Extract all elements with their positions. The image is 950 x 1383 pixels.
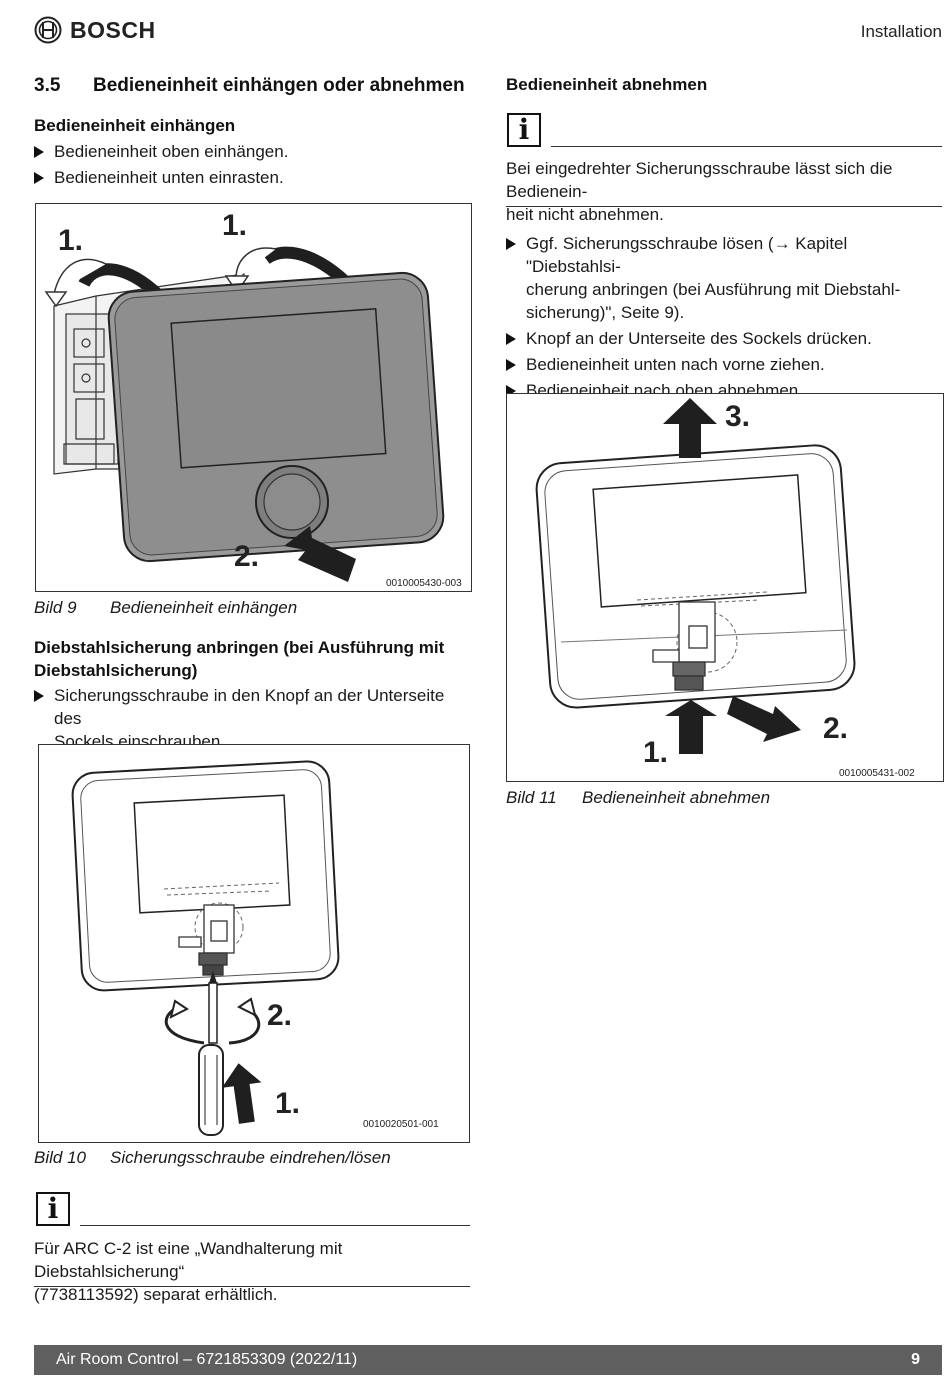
screw-illustration: 2. 1. 0010020501-001 <box>71 760 439 1136</box>
figure-10-caption: Bild 10 Sicherungsschraube eindrehen/lös… <box>34 1148 391 1168</box>
figure-code: 0010005430-003 <box>386 578 462 589</box>
remove-illustration: 3. 2. 1. 0010005431-002 <box>535 398 915 779</box>
figure-label: 2. <box>267 999 292 1032</box>
figure-label: 1. <box>58 224 83 257</box>
info-note-left: i <box>36 1192 470 1226</box>
mount-illustration: 1. 1. 2. 0010005430-003 <box>44 209 462 589</box>
theft-steps: Sicherungsschraube in den Knopf an der U… <box>34 684 474 753</box>
figure-code: 0010005431-002 <box>839 768 915 779</box>
figure-11-caption: Bild 11 Bedieneinheit abnehmen <box>506 788 770 808</box>
caption-text: Bedieneinheit einhängen <box>110 598 298 617</box>
section-title: Bedieneinheit einhängen oder abnehmen <box>92 75 465 96</box>
mount-steps: Bedieneinheit oben einhängen. Bedieneinh… <box>34 140 474 189</box>
figure-9: 1. 1. 2. 0010005430-003 <box>35 203 472 592</box>
bullet-arrow-icon <box>34 690 44 702</box>
remove-heading: Bedieneinheit abnehmen <box>506 75 708 94</box>
caption-text: Sicherungsschraube eindrehen/lösen <box>110 1148 391 1167</box>
mount-heading: Bedieneinheit einhängen <box>34 116 236 135</box>
list-item: Sicherungsschraube in den Knopf an der U… <box>34 684 474 753</box>
divider <box>506 206 942 207</box>
bullet-arrow-icon <box>34 172 44 184</box>
figure-10: 2. 1. 0010020501-001 <box>38 744 470 1143</box>
caption-number: Bild 9 <box>34 598 77 617</box>
bosch-armature-icon <box>34 16 62 44</box>
figure-label: 1. <box>275 1087 300 1120</box>
figure-11: 3. 2. 1. 0010005431-002 <box>506 393 944 782</box>
caption-number: Bild 11 <box>506 788 557 807</box>
caption-number: Bild 10 <box>34 1148 86 1167</box>
section-number: 3.5 <box>34 75 61 96</box>
info-note-right-text: Bei eingedrehter Sicherungsschraube läss… <box>506 159 893 224</box>
info-icon: i <box>507 113 541 147</box>
remove-steps: Ggf. Sicherungsschraube lösen (→ Kapitel… <box>506 232 942 402</box>
bullet-arrow-icon <box>506 333 516 345</box>
list-item: Bedieneinheit unten nach vorne ziehen. <box>506 353 942 376</box>
list-item: Knopf an der Unterseite des Sockels drüc… <box>506 327 942 350</box>
bullet-arrow-icon <box>506 359 516 371</box>
header-section-label: Installation <box>860 22 942 41</box>
footer-doc-title: Air Room Control – 6721853309 (2022/11) <box>56 1351 358 1368</box>
page-footer: Air Room Control – 6721853309 (2022/11) … <box>34 1345 942 1375</box>
caption-text: Bedieneinheit abnehmen <box>582 788 771 807</box>
divider <box>551 145 942 147</box>
bullet-arrow-icon <box>506 385 516 397</box>
divider <box>80 1224 470 1226</box>
brand-name: BOSCH <box>70 16 156 43</box>
list-item: Ggf. Sicherungsschraube lösen (→ Kapitel… <box>506 232 942 324</box>
figure-label: 1. <box>643 736 668 769</box>
list-item: Bedieneinheit oben einhängen. <box>34 140 474 163</box>
info-note-left-text: Für ARC C-2 ist eine „Wandhalterung mit … <box>34 1239 343 1304</box>
page-number: 9 <box>911 1351 920 1368</box>
figure-9-caption: Bild 9 Bedieneinheit einhängen <box>34 598 297 618</box>
section-heading: 3.5 Bedieneinheit einhängen oder abnehme… <box>34 75 465 97</box>
bullet-arrow-icon <box>506 238 516 250</box>
theft-heading: Diebstahlsicherung anbringen (bei Ausfüh… <box>34 638 445 680</box>
list-item: Bedieneinheit unten einrasten. <box>34 166 474 189</box>
figure-label: 1. <box>222 209 247 242</box>
bullet-arrow-icon <box>34 146 44 158</box>
figure-label: 2. <box>234 540 259 573</box>
brand-logo: BOSCH <box>34 16 156 44</box>
divider <box>34 1286 470 1287</box>
figure-label: 3. <box>725 400 750 433</box>
info-icon: i <box>36 1192 70 1226</box>
figure-label: 2. <box>823 712 848 745</box>
info-note-right: i <box>507 113 942 147</box>
figure-code: 0010020501-001 <box>363 1119 439 1130</box>
